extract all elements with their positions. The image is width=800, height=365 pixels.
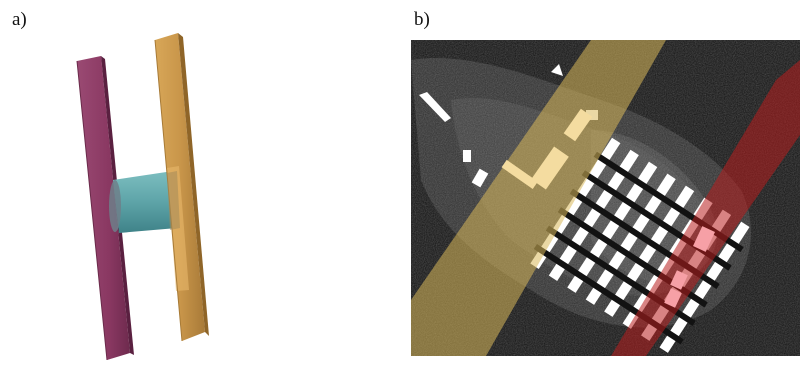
yellow-highlight-structure [501, 108, 593, 190]
ct-slice-image [411, 40, 800, 356]
panel-a-label: a) [12, 9, 27, 30]
cylinder-plate-overlap [167, 171, 180, 230]
panel-b-label: b) [414, 9, 430, 30]
red-highlight-structure [664, 226, 715, 308]
right-plate [154, 33, 209, 342]
red-band-overlay [611, 60, 800, 356]
yellow-band-overlay [411, 40, 666, 356]
3d-model-render [55, 28, 245, 361]
